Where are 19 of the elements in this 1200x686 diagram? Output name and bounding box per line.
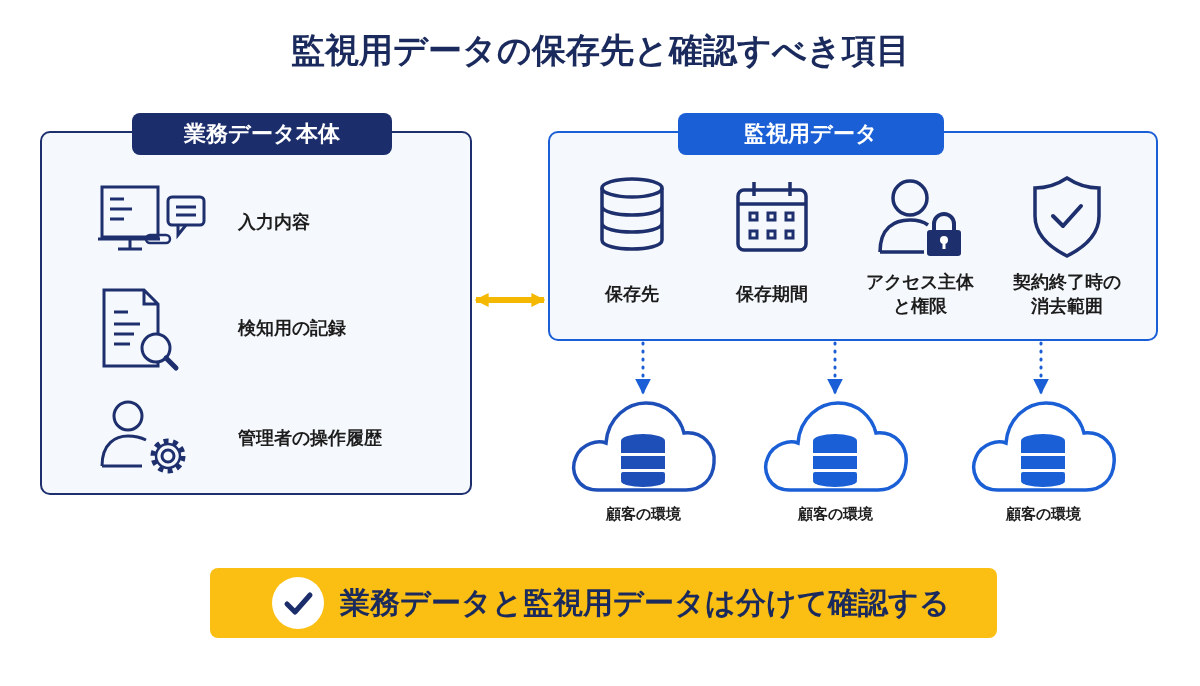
panel-heading: 監視用データ — [678, 113, 944, 155]
cloud-label: 顧客の環境 — [796, 505, 874, 524]
item-text: 管理者の操作履歴 — [238, 426, 382, 450]
title: 監視用データの保存先と確認すべき項目 — [289, 29, 911, 72]
arrow — [827, 341, 843, 395]
cloud-label: 顧客の環境 — [604, 505, 682, 524]
cloud-label: 顧客の環境 — [1004, 505, 1082, 524]
item-text: アクセス主体と権限 — [865, 270, 975, 318]
item-text: 契約終了時の消去範囲 — [1012, 270, 1122, 318]
item-text: 保存先 — [603, 282, 660, 306]
arrow — [474, 293, 546, 307]
panel-heading: 業務データ本体 — [132, 113, 392, 155]
banner — [210, 568, 997, 638]
item-text: 入力内容 — [238, 210, 310, 234]
banner-text: 業務データと監視用データは分けて確認する — [340, 584, 950, 622]
arrow — [635, 341, 651, 395]
arrow — [1033, 341, 1049, 395]
item-text: 保存期間 — [734, 282, 809, 306]
item-text: 検知用の記録 — [238, 316, 346, 340]
